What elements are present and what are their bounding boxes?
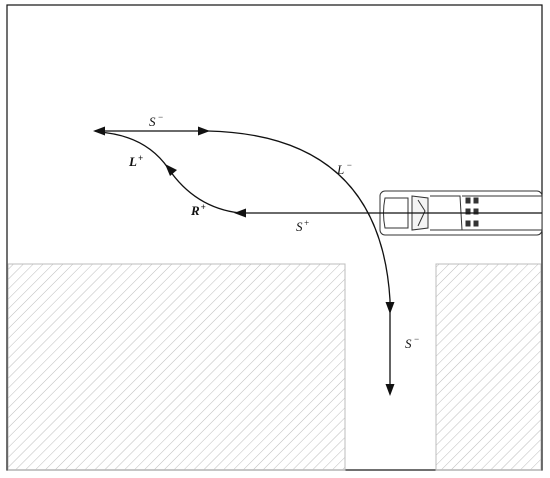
- arrow-s-minus-down: [385, 384, 395, 396]
- segment-r-plus: [167, 167, 241, 214]
- arrow-s-minus-top-left: [93, 126, 105, 136]
- label-s-minus-down: S−: [405, 334, 420, 351]
- obstacle-left: [7, 263, 346, 471]
- label-r-plus: R+: [190, 202, 206, 218]
- arrow-s-minus-top-right: [198, 126, 210, 136]
- label-l-plus: L+: [128, 153, 143, 169]
- obstacle-right: [435, 263, 542, 471]
- segment-l-minus: [207, 130, 391, 301]
- segment-l-plus: [97, 131, 169, 169]
- label-l-minus: L−: [336, 160, 352, 177]
- label-s-minus-top: S−: [149, 112, 164, 129]
- label-s-plus: S+: [296, 218, 310, 234]
